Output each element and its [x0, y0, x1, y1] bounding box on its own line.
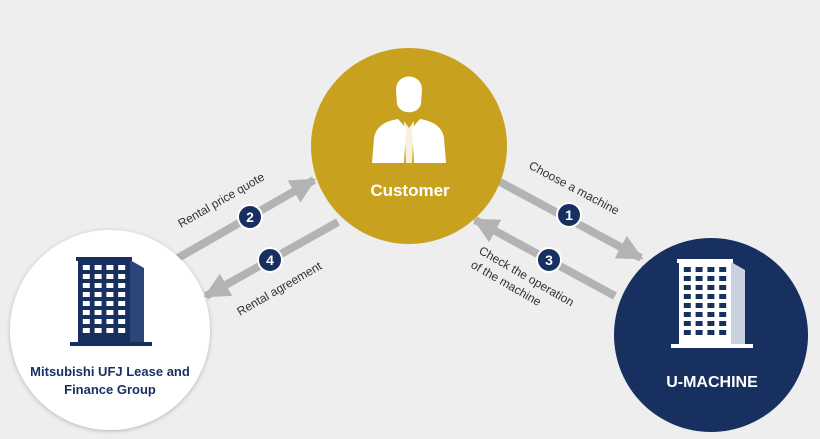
building-window: [94, 328, 102, 333]
building-window: [82, 301, 90, 306]
building-window: [707, 321, 715, 326]
building-window: [707, 330, 715, 335]
step-badge-3: 3: [536, 247, 562, 273]
building-roof: [76, 257, 132, 261]
building-window: [719, 267, 727, 272]
building-window: [94, 292, 102, 297]
building-window: [707, 294, 715, 299]
building-window: [82, 265, 90, 270]
building-window: [118, 265, 126, 270]
building-window: [695, 330, 703, 335]
building-roof: [677, 259, 733, 263]
building-window: [683, 276, 691, 281]
building-side: [731, 262, 745, 344]
building-window: [82, 274, 90, 279]
lease-company-label-line2: Finance Group: [64, 382, 156, 397]
step-badge-circle: [536, 247, 562, 273]
lease-company-label-line1: Mitsubishi UFJ Lease and: [30, 364, 190, 379]
building-window: [695, 303, 703, 308]
step-badge-4: 4: [257, 247, 283, 273]
building-window: [82, 319, 90, 324]
building-window: [707, 267, 715, 272]
building-window: [118, 301, 126, 306]
building-window: [719, 285, 727, 290]
building-window: [106, 283, 114, 288]
building-base: [671, 344, 753, 348]
step-badge-circle: [556, 202, 582, 228]
building-window: [118, 283, 126, 288]
building-window: [118, 319, 126, 324]
building-window: [106, 265, 114, 270]
building-window: [94, 319, 102, 324]
office-building-icon: [70, 257, 152, 346]
step-number-3: 3: [545, 252, 553, 268]
building-side: [130, 260, 144, 342]
building-window: [707, 312, 715, 317]
building-window: [683, 321, 691, 326]
building-window: [106, 310, 114, 315]
building-window: [683, 303, 691, 308]
building-window: [82, 310, 90, 315]
building-window: [683, 312, 691, 317]
building-window: [719, 321, 727, 326]
building-window: [695, 285, 703, 290]
building-window: [719, 294, 727, 299]
building-window: [82, 283, 90, 288]
building-window: [94, 283, 102, 288]
building-window: [719, 312, 727, 317]
building-window: [94, 274, 102, 279]
building-window: [118, 328, 126, 333]
office-building-icon: [671, 259, 753, 348]
building-window: [118, 274, 126, 279]
umachine-label: U-MACHINE: [666, 374, 758, 391]
building-window: [683, 285, 691, 290]
umachine-node: U-MACHINE: [614, 238, 808, 432]
building-window: [94, 301, 102, 306]
building-window: [707, 303, 715, 308]
building-window: [707, 276, 715, 281]
building-window: [118, 310, 126, 315]
building-window: [82, 328, 90, 333]
building-window: [719, 330, 727, 335]
building-window: [707, 285, 715, 290]
building-window: [695, 294, 703, 299]
lease-company-node: Mitsubishi UFJ Lease and Finance Group: [10, 230, 210, 430]
building-window: [106, 328, 114, 333]
step-badge-2: 2: [237, 204, 263, 230]
building-window: [118, 292, 126, 297]
businessman-icon: [372, 76, 446, 163]
customer-node: Customer: [311, 48, 507, 244]
step-badge-circle: [257, 247, 283, 273]
building-window: [683, 267, 691, 272]
building-window: [106, 274, 114, 279]
step-number-2: 2: [246, 209, 254, 225]
step-number-4: 4: [266, 252, 274, 268]
step-badge-1: 1: [556, 202, 582, 228]
building-window: [106, 301, 114, 306]
building-window: [719, 276, 727, 281]
building-window: [94, 310, 102, 315]
customer-label: Customer: [370, 181, 450, 200]
building-window: [683, 294, 691, 299]
step-badge-circle: [237, 204, 263, 230]
building-window: [695, 276, 703, 281]
building-window: [106, 319, 114, 324]
building-window: [106, 292, 114, 297]
building-window: [695, 321, 703, 326]
building-window: [695, 267, 703, 272]
step-number-1: 1: [565, 207, 573, 223]
building-window: [719, 303, 727, 308]
building-window: [695, 312, 703, 317]
building-base: [70, 342, 152, 346]
building-window: [94, 265, 102, 270]
building-window: [82, 292, 90, 297]
building-window: [683, 330, 691, 335]
